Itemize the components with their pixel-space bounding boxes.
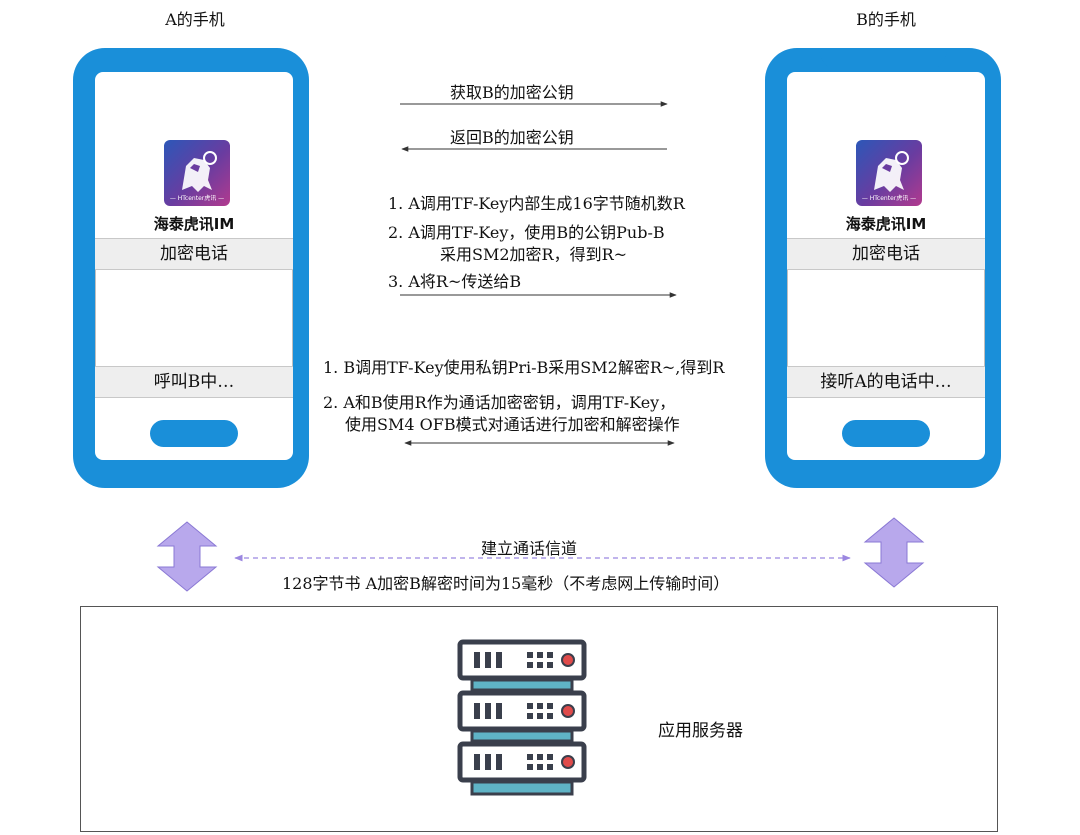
server-rack-unit-3 <box>457 741 587 796</box>
msg-step-b1: 1. B调用TF-Key使用私钥Pri-B采用SM2解密R~,得到R <box>323 358 725 377</box>
msg-step-a1: 1. A调用TF-Key内部生成16字节随机数R <box>388 194 685 213</box>
phone-b-header-bar: 加密电话 <box>787 238 985 270</box>
phone-b-status-bar: 接听A的电话中… <box>787 366 985 398</box>
channel-label: 建立通话信道 <box>481 539 578 558</box>
msg-step-b2-line2: 使用SM4 OFB模式对通话进行加密和解密操作 <box>345 415 680 434</box>
phone-a-header-bar: 加密电话 <box>95 238 293 270</box>
icon-caption: — HTcenter虎讯 — <box>169 195 225 202</box>
phone-a-screen: — HTcenter虎讯 — 海泰虎讯IM 加密电话 呼叫B中… <box>95 72 293 460</box>
divider <box>787 270 788 366</box>
double-arrow-left-icon <box>156 521 218 592</box>
phone-b-app-name: 海泰虎讯IM <box>845 215 927 233</box>
msg-step-b2-line1: 2. A和B使用R作为通话加密密钥，调用TF-Key， <box>323 393 676 412</box>
phone-b-home-button[interactable] <box>842 420 930 447</box>
divider <box>95 270 96 366</box>
double-arrow-right-icon <box>863 517 925 588</box>
msg-get-key: 获取B的加密公钥 <box>450 83 574 102</box>
tiger-logo-icon <box>182 151 217 192</box>
phone-a-title: A的手机 <box>165 10 225 29</box>
app-icon-tiger: — HTcenter虎讯 — <box>856 140 922 206</box>
phone-a: — HTcenter虎讯 — 海泰虎讯IM 加密电话 呼叫B中… <box>73 48 309 488</box>
channel-timing-note: 128字节书 A加密B解密时间为15毫秒（不考虑网上传输时间） <box>282 574 730 593</box>
phone-a-home-button[interactable] <box>150 420 238 447</box>
phone-notch <box>819 48 947 72</box>
server-box: 应用服务器 <box>80 606 998 832</box>
msg-step-a2-line1: 2. A调用TF-Key，使用B的公钥Pub-B <box>388 223 665 242</box>
msg-step-a2-line2: 采用SM2加密R，得到R~ <box>440 245 628 264</box>
server-rack-unit-1 <box>457 639 587 692</box>
server-label: 应用服务器 <box>658 721 743 741</box>
phone-notch <box>127 48 255 72</box>
server-icon <box>457 639 587 796</box>
phone-b-title: B的手机 <box>856 10 916 29</box>
phone-b: — HTcenter虎讯 — 海泰虎讯IM 加密电话 接听A的电话中… <box>765 48 1001 488</box>
phone-a-status-bar: 呼叫B中… <box>95 366 293 398</box>
tiger-logo-icon <box>874 151 909 192</box>
app-icon-tiger: — HTcenter虎讯 — <box>164 140 230 206</box>
server-rack-unit-2 <box>457 690 587 743</box>
phone-a-app-name: 海泰虎讯IM <box>153 215 235 233</box>
msg-step-a3: 3. A将R~传送给B <box>388 272 522 291</box>
phone-b-screen: — HTcenter虎讯 — 海泰虎讯IM 加密电话 接听A的电话中… <box>787 72 985 460</box>
icon-caption: — HTcenter虎讯 — <box>861 195 917 202</box>
msg-return-key: 返回B的加密公钥 <box>450 128 574 147</box>
divider <box>292 270 293 366</box>
divider <box>984 270 985 366</box>
